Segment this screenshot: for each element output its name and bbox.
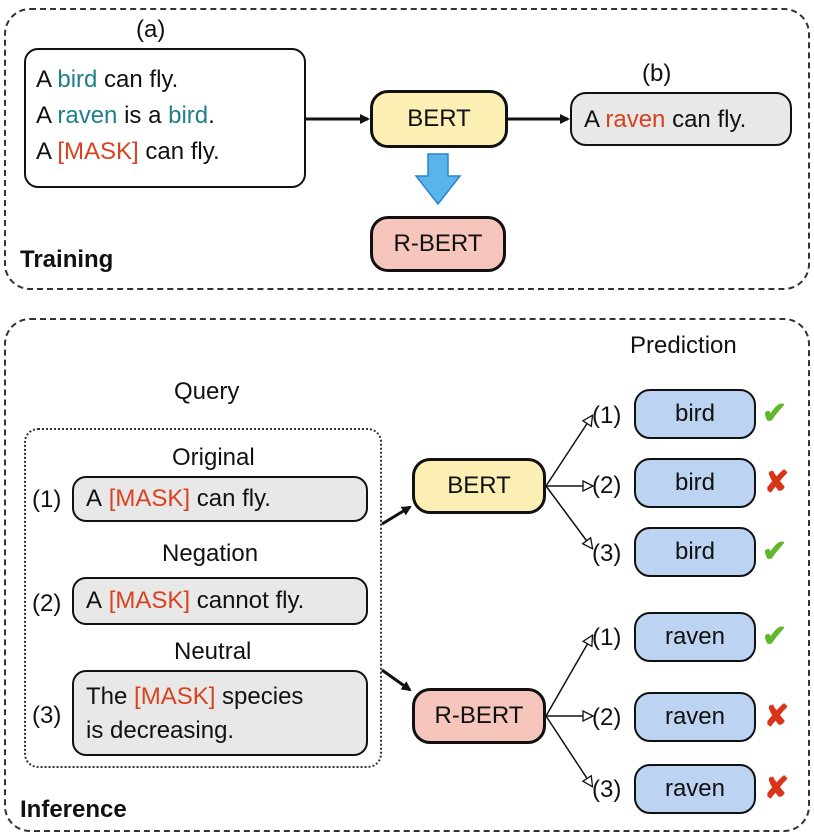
inference-bert-box: BERT xyxy=(412,458,546,514)
output-highlight: raven xyxy=(605,106,666,133)
line3-post: can fly. xyxy=(138,138,220,165)
q3-line-2: is decreasing. xyxy=(86,717,235,744)
arrow-query-to-rbert xyxy=(381,668,412,692)
q3-pre: The xyxy=(86,683,135,710)
arrow-rbert-pred-1 xyxy=(545,636,592,717)
q2-mask: [MASK] xyxy=(108,587,191,614)
bert-pred-box-1: bird xyxy=(634,389,756,439)
inference-panel xyxy=(4,318,810,832)
training-bert-box: BERT xyxy=(370,90,508,148)
rbert-pred-number-3: (3) xyxy=(592,776,622,803)
prediction-title: Prediction xyxy=(630,332,737,359)
line2-highlight: raven xyxy=(57,102,118,129)
label-a: (a) xyxy=(136,16,166,43)
arrow-bert-pred-3 xyxy=(545,485,592,548)
training-output-text: A raven can fly. xyxy=(584,106,746,134)
line3-highlight: [MASK] xyxy=(57,138,139,165)
line2-post: . xyxy=(208,102,215,129)
q3-line-1: The [MASK] species xyxy=(86,680,354,714)
inference-rbert-box: R-BERT xyxy=(412,688,546,744)
rbert-pred-number-2: (2) xyxy=(592,704,622,731)
q1-pre: A xyxy=(86,485,103,512)
query-box-original: A [MASK] can fly. xyxy=(72,476,368,522)
inference-label: Inference xyxy=(20,796,127,823)
output-post: can fly. xyxy=(665,106,747,133)
cross-icon: ✘ xyxy=(764,772,790,805)
bert-pred-number-3: (3) xyxy=(592,540,622,567)
query-number-2: (2) xyxy=(32,590,62,617)
query-box-negation: A [MASK] cannot fly. xyxy=(72,577,368,625)
rbert-pred-box-1: raven xyxy=(634,612,756,662)
cross-icon: ✘ xyxy=(764,466,790,499)
line1-post: can fly. xyxy=(97,66,179,93)
output-pre: A xyxy=(584,106,606,133)
line1-pre: A xyxy=(36,66,58,93)
query-group xyxy=(24,428,382,768)
line2-mid: is a xyxy=(117,102,169,129)
training-line-1: A bird can fly. xyxy=(36,66,178,94)
training-panel xyxy=(4,8,810,290)
line2-pre: A xyxy=(36,102,58,129)
check-icon: ✔ xyxy=(762,397,788,430)
query-number-3: (3) xyxy=(32,702,62,729)
line3-pre: A xyxy=(36,138,58,165)
training-input-box: A bird can fly. A raven is a bird. A [MA… xyxy=(24,48,306,188)
q1-post: can fly. xyxy=(190,485,271,512)
rbert-pred-box-2: raven xyxy=(634,692,756,742)
label-b: (b) xyxy=(642,60,672,87)
training-label: Training xyxy=(20,246,114,273)
arrow-rbert-pred-3 xyxy=(545,715,592,786)
bert-pred-number-2: (2) xyxy=(592,472,622,499)
training-line-3: A [MASK] can fly. xyxy=(36,138,220,166)
bert-pred-box-3: bird xyxy=(634,527,756,577)
q2-pre: A xyxy=(86,587,103,614)
training-rbert-box: R-BERT xyxy=(370,216,506,272)
bert-pred-box-2: bird xyxy=(634,458,756,508)
line1-highlight: bird xyxy=(57,66,98,93)
training-output-box: A raven can fly. xyxy=(570,92,792,146)
q2-post: cannot fly. xyxy=(190,587,305,614)
query-title: Query xyxy=(174,378,240,405)
query-number-1: (1) xyxy=(32,486,62,513)
check-icon: ✔ xyxy=(762,535,788,568)
query-box-neutral: The [MASK] species is decreasing. xyxy=(72,670,368,756)
rbert-pred-number-1: (1) xyxy=(592,624,622,651)
q3-post: species xyxy=(215,683,304,710)
rbert-pred-box-3: raven xyxy=(634,764,756,814)
training-line-2: A raven is a bird. xyxy=(36,102,215,130)
q1-mask: [MASK] xyxy=(108,485,191,512)
check-icon: ✔ xyxy=(762,620,788,653)
arrow-bert-pred-1 xyxy=(545,416,592,487)
query-heading-original: Original xyxy=(172,444,255,471)
down-arrow-icon xyxy=(414,153,462,206)
cross-icon: ✘ xyxy=(764,700,790,733)
line2-highlight-2: bird xyxy=(168,102,209,129)
q3-mask: [MASK] xyxy=(134,683,216,710)
query-heading-negation: Negation xyxy=(162,540,259,567)
query-heading-neutral: Neutral xyxy=(174,638,252,665)
arrow-query-to-bert xyxy=(381,505,412,526)
bert-pred-number-1: (1) xyxy=(592,402,622,429)
